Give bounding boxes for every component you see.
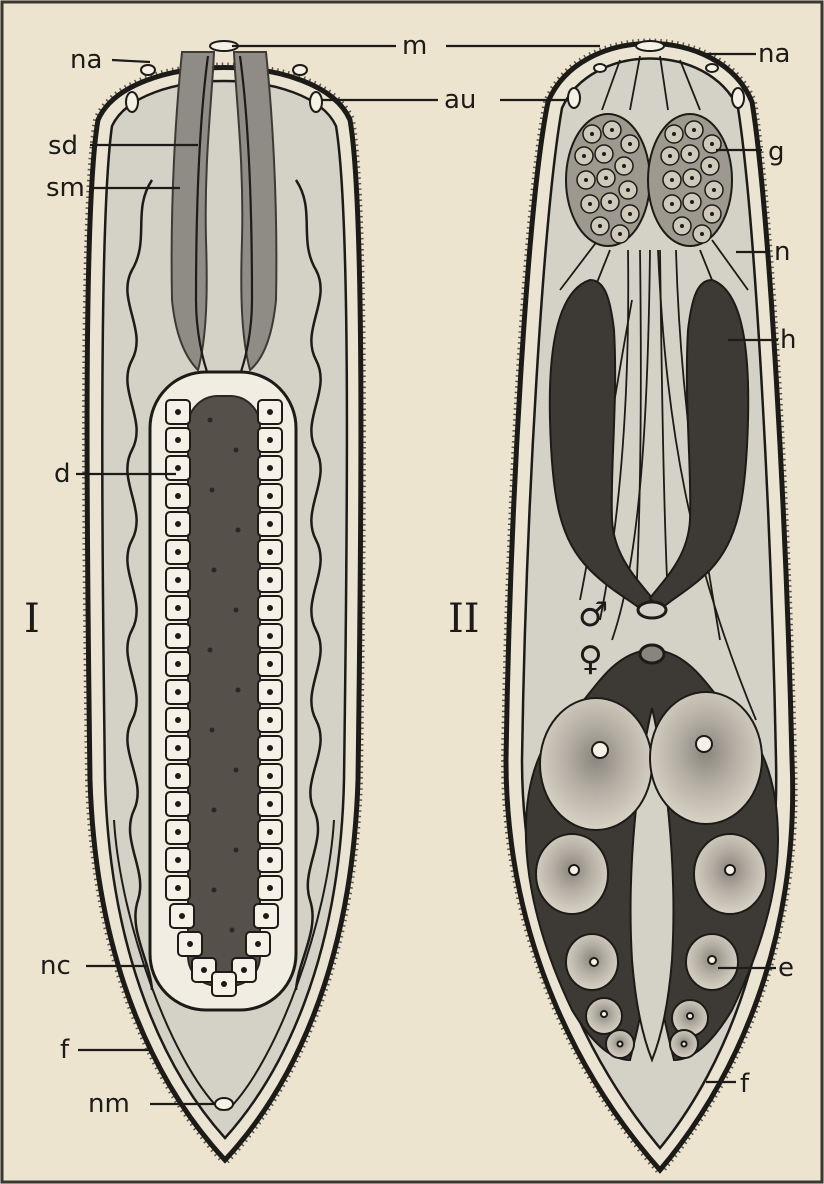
right-auricle [568, 88, 580, 108]
right-male-pore [638, 602, 666, 618]
label-na-right: na [758, 39, 790, 69]
label-nc: nc [40, 951, 71, 981]
left-auricle [126, 92, 138, 112]
left-auricle-r [310, 92, 322, 112]
label-na-left: na [70, 45, 102, 75]
female-symbol: ♀ [578, 639, 603, 679]
label-f-left: f [60, 1035, 70, 1065]
animal-i [87, 41, 361, 1160]
label-h: h [780, 325, 796, 355]
label-m: m [402, 31, 427, 61]
right-auricle-r [732, 88, 744, 108]
label-f-right: f [740, 1069, 750, 1099]
label-g: g [768, 137, 785, 167]
right-sense-organ-na-r [706, 64, 718, 72]
label-e: e [778, 953, 794, 983]
right-frontal-organ [636, 41, 664, 51]
male-symbol: ♂ [578, 595, 608, 635]
left-sense-organ-na [141, 65, 155, 75]
label-n: n [774, 237, 790, 267]
left-gut-lumen [188, 396, 260, 986]
right-sense-organ-na [594, 64, 606, 72]
label-d: d [54, 459, 71, 489]
figure-number-ii: II [448, 596, 480, 642]
label-au: au [444, 85, 476, 115]
left-nephridiopore [215, 1098, 233, 1110]
left-sense-organ-na-r [293, 65, 307, 75]
right-female-pore [640, 645, 664, 663]
label-sd: sd [48, 131, 78, 161]
label-nm: nm [88, 1089, 130, 1119]
label-sm: sm [46, 173, 85, 203]
figure-number-i: I [24, 596, 40, 642]
